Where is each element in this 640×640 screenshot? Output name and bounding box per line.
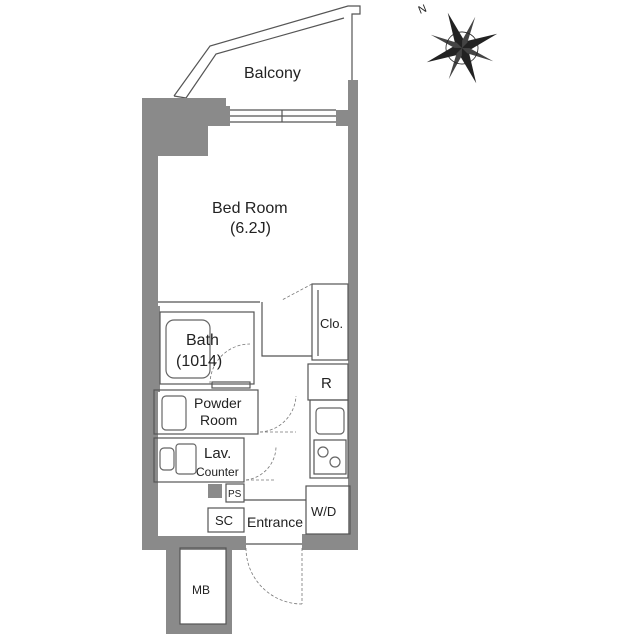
bath-size-label: (1014) — [176, 353, 222, 370]
wall-left-upper — [142, 98, 226, 540]
lavatory-area — [153, 437, 277, 483]
meter-box-label: MB — [192, 583, 210, 597]
exterior-walls — [142, 80, 358, 634]
mb-wall-left — [166, 548, 180, 634]
closet-area — [281, 283, 349, 361]
powder-room-box — [153, 389, 259, 435]
bath-box — [159, 311, 255, 385]
shoe-closet-box — [207, 507, 245, 533]
bath-area — [154, 306, 255, 392]
powder-room-label-2: Room — [200, 412, 237, 428]
burner-2 — [329, 456, 341, 468]
counter-label: Counter — [196, 465, 239, 479]
closet-box — [311, 283, 349, 361]
balcony-railing — [173, 5, 361, 97]
wd-label: W/D — [311, 504, 336, 519]
balcony-railing-inner — [185, 17, 345, 99]
entrance-label: Entrance — [247, 514, 303, 530]
balcony-area — [173, 5, 361, 99]
meter-box — [179, 547, 227, 625]
hall-wall — [261, 302, 312, 357]
wd-box — [305, 485, 351, 535]
compass-north-label: N — [417, 3, 429, 17]
lavatory-box — [153, 437, 245, 483]
window-jamb-right — [336, 110, 350, 126]
pipe-space-label: PS — [228, 489, 242, 500]
bathtub — [165, 319, 211, 379]
bedroom-label: Bed Room — [212, 200, 288, 217]
stove — [313, 439, 347, 475]
compass-icon — [426, 12, 498, 84]
bedroom-size-label: (6.2J) — [230, 220, 271, 237]
powder-room-area — [153, 389, 297, 435]
kitchen-area — [307, 363, 349, 479]
shoe-closet-label: SC — [215, 513, 233, 528]
window-jamb-left — [226, 106, 230, 126]
entrance-door — [245, 543, 303, 605]
pipe-space-box — [225, 483, 245, 503]
balcony-edge — [173, 95, 187, 99]
wall-bottom-right — [302, 534, 358, 550]
counter-sink — [175, 443, 197, 475]
toilet — [159, 447, 175, 471]
mb-wall-bottom — [166, 624, 232, 634]
kitchen-sink — [315, 407, 345, 435]
washing-machine-pan — [161, 395, 187, 431]
burner-1 — [317, 446, 329, 458]
closet-label: Clo. — [320, 316, 343, 331]
wall-right — [348, 80, 358, 550]
kitchen-counter — [309, 399, 349, 479]
powder-room-label-1: Powder — [194, 395, 242, 411]
refrigerator-label: R — [321, 375, 332, 392]
mb-wall-right — [226, 548, 232, 634]
bath-label: Bath — [186, 332, 219, 349]
balcony-window — [230, 109, 336, 123]
wall-bottom-left — [142, 536, 246, 550]
lavatory-label: Lav. — [204, 445, 231, 462]
balcony-label: Balcony — [244, 65, 301, 82]
